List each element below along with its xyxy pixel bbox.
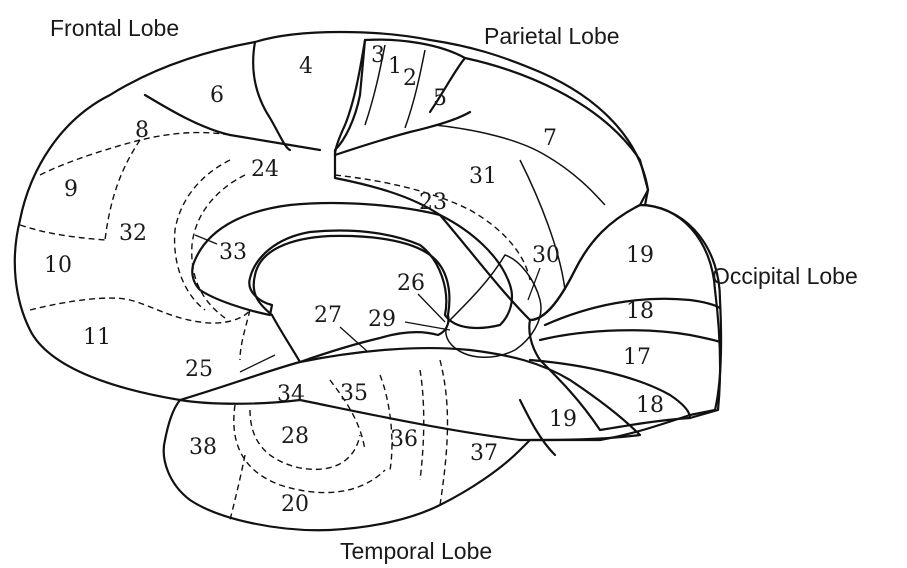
area-7: 7 [543,126,557,151]
area-28: 28 [281,424,309,449]
boundary-6-4 [253,42,290,150]
cingulate-band [192,203,512,328]
area-27: 27 [314,303,342,328]
area-29: 29 [368,307,396,332]
area-23: 23 [419,190,447,215]
boundary-18a-17 [540,330,720,342]
leader-25 [240,355,275,372]
callosal-opening [254,236,450,362]
area-18-occipital-lower: 18 [636,393,664,418]
dash-24-32-outer [175,160,230,310]
area-3: 3 [371,43,385,68]
area-34: 34 [277,382,305,407]
area-37: 37 [470,441,498,466]
frontal-lobe-label: Frontal Lobe [50,15,179,41]
boundary-parietal-inner [335,112,470,155]
dash-9-10 [20,225,105,240]
area-24: 24 [251,157,279,182]
area-25: 25 [185,357,213,382]
dash-37-outer [440,360,448,505]
area-8: 8 [135,118,149,143]
dash-10-11 [30,298,250,323]
temporal-lobe-label: Temporal Lobe [340,538,492,564]
occipital-region [529,205,720,430]
parietal-lobe-label: Parietal Lobe [484,23,620,49]
area-19-occipital: 19 [626,243,654,268]
area-32: 32 [119,221,147,246]
area-35: 35 [340,381,368,406]
leader-29 [405,322,450,330]
area-4: 4 [299,54,313,79]
occipital-lobe-label: Occipital Lobe [712,263,858,289]
area-17: 17 [623,345,651,370]
area-18-occipital-upper: 18 [626,299,654,324]
area-33: 33 [219,240,247,265]
boundary-6-8 [145,95,320,150]
dash-28-outer [234,405,385,493]
area-11: 11 [83,325,111,350]
area-26: 26 [397,271,425,296]
dash-25 [240,310,250,360]
area-6: 6 [210,83,224,108]
area-1: 1 [388,54,402,79]
area-38: 38 [189,435,217,460]
area-36: 36 [390,427,418,452]
area-31: 31 [469,164,497,189]
area-5: 5 [433,86,447,111]
area-20: 20 [281,492,309,517]
area-30: 30 [532,243,560,268]
area-19-temporal: 19 [549,407,577,432]
area-2: 2 [403,66,417,91]
dash-38-20 [230,455,245,520]
leader-26 [418,294,445,322]
area-9: 9 [64,177,78,202]
area-10: 10 [44,253,72,278]
dash-35-36 [380,375,392,470]
boundary-7-31 [435,125,605,205]
